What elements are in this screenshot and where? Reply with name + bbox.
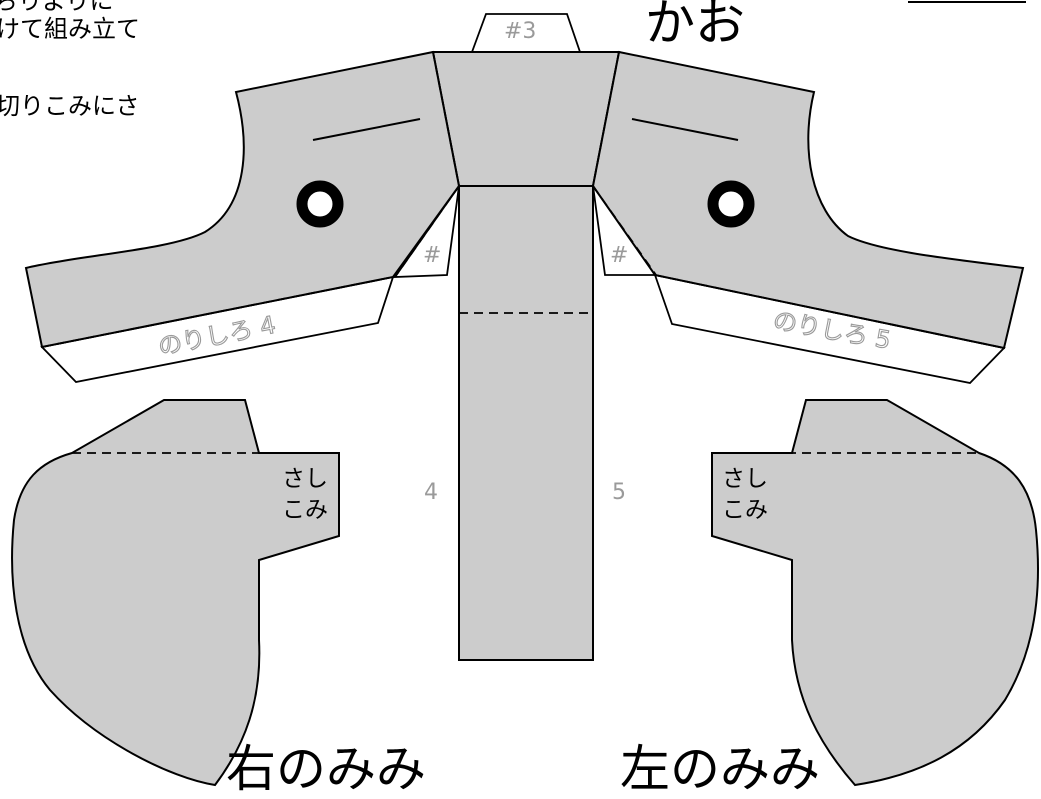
left-ear-insert-label-2: こみ — [722, 497, 768, 523]
left-ear-insert-label-1: さし — [722, 466, 768, 492]
left-eye — [296, 180, 344, 228]
face-center-panel — [431, 51, 621, 187]
instruction-line-1: ちりよりに — [0, 0, 114, 15]
left-ear-shape — [711, 399, 1039, 787]
right-ear-insert-label-1: さし — [282, 466, 328, 492]
title-left-ear: 左のみみ — [620, 740, 820, 798]
nose-strip: 4 5 — [424, 185, 626, 661]
title-right-ear: 右のみみ — [226, 740, 426, 798]
hash-tab-right-label: # — [610, 243, 628, 268]
nose-strip-body — [458, 185, 594, 661]
instruction-line-3: 切りこみにさ — [0, 92, 140, 120]
left-ear-piece: さし こみ — [711, 399, 1039, 787]
face-right-cheek — [591, 50, 1025, 350]
face-piece: #3 のりしろ 4 のりしろ 5 # # — [24, 13, 1025, 384]
fold-line-left-cheek — [432, 51, 460, 187]
strip-number-right: 5 — [612, 480, 626, 505]
right-ear-shape — [11, 399, 340, 787]
right-eyebrow — [631, 118, 739, 141]
title-face: かお — [645, 0, 745, 52]
right-ear-insert-label-2: こみ — [282, 497, 328, 523]
instruction-text: ちりよりに けて組み立て 切りこみにさ — [0, 0, 140, 120]
top-tab-3-label: #3 — [504, 19, 536, 44]
fold-line-hash-right — [592, 185, 657, 276]
right-eye — [707, 180, 755, 228]
instruction-line-2: けて組み立て — [0, 15, 140, 43]
fold-line-right-cheek — [592, 51, 620, 187]
right-ear-piece: さし こみ — [11, 399, 340, 787]
left-eyebrow — [312, 118, 421, 141]
hash-tab-left-label: # — [423, 243, 441, 268]
fold-line-hash-left — [394, 185, 460, 278]
strip-number-left: 4 — [424, 480, 438, 505]
face-left-cheek — [24, 50, 461, 349]
